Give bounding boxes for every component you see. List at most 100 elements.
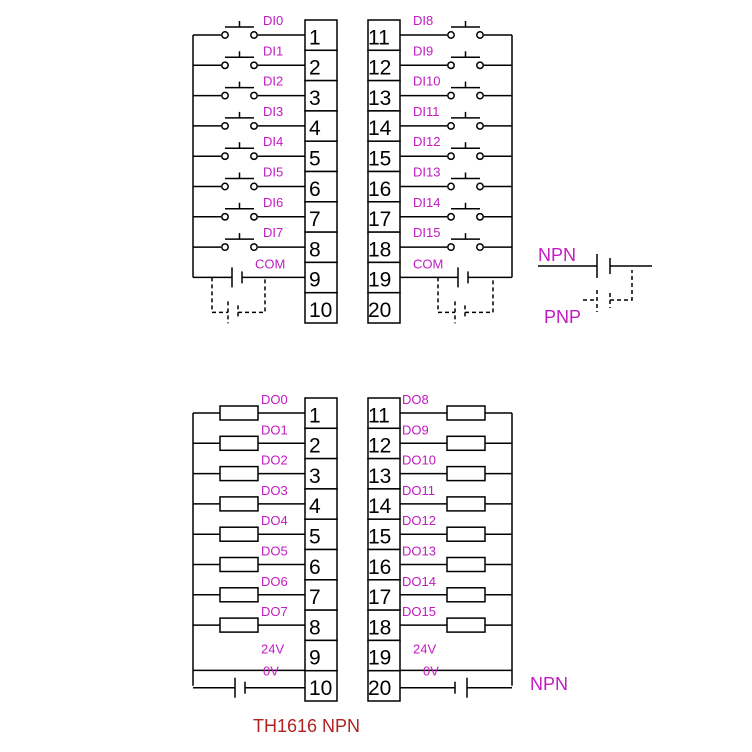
terminal-box — [367, 291, 401, 324]
load-resistor — [219, 435, 259, 452]
do-label: DO0 — [261, 392, 288, 407]
terminal-box — [367, 669, 401, 702]
terminal-box — [304, 548, 338, 581]
terminal-number: 13 — [368, 87, 391, 110]
pnp-alt-wire — [465, 277, 494, 314]
terminal-number: 15 — [368, 526, 391, 549]
di-label: DI7 — [263, 225, 283, 240]
di-label: DI2 — [263, 74, 283, 89]
load-resistor — [446, 556, 486, 573]
di-switch-contact — [476, 182, 484, 191]
load-resistor — [219, 617, 259, 633]
terminal-box — [304, 609, 338, 642]
load-resistor — [446, 526, 486, 542]
terminal-number: 2 — [309, 435, 321, 458]
terminal-box — [304, 518, 338, 551]
di-switch-contact — [476, 61, 484, 70]
di-switch-contact — [476, 212, 484, 221]
terminal-number: 18 — [368, 238, 391, 261]
terminal-box — [367, 548, 401, 581]
do-label: DO2 — [261, 453, 288, 468]
di-switch-contact — [447, 212, 455, 221]
terminal-number: 10 — [309, 677, 332, 700]
do-label: DO4 — [261, 513, 288, 528]
di-switch-contact — [250, 121, 258, 130]
load-resistor — [219, 556, 259, 573]
pnp-alt-wire — [211, 277, 228, 314]
terminal-number: 12 — [368, 57, 391, 80]
terminal-number: 8 — [309, 616, 321, 639]
terminal-number: 12 — [368, 435, 391, 458]
terminal-number: 20 — [368, 299, 391, 322]
load-resistor — [219, 496, 259, 512]
di-switch-contact — [221, 182, 229, 191]
do-label: DO3 — [261, 483, 288, 498]
terminal-number: 1 — [309, 404, 321, 427]
model-caption: TH1616 NPN — [253, 716, 360, 736]
terminal-box — [367, 579, 401, 611]
terminal-number: 13 — [368, 465, 391, 488]
load-resistor — [219, 587, 259, 603]
load-resistor — [219, 526, 259, 542]
di-label: DI11 — [413, 104, 440, 119]
load-resistor — [446, 435, 486, 452]
di-label: DI1 — [263, 43, 283, 58]
do-label: DO10 — [402, 453, 436, 468]
pnp-alt-wire — [437, 277, 455, 314]
load-resistor — [446, 496, 486, 512]
do-label: DO8 — [402, 392, 429, 407]
supply-label: 24V — [261, 641, 284, 656]
di-switch-contact — [221, 121, 229, 130]
terminal-number: 9 — [309, 269, 321, 292]
terminal-number: 8 — [309, 238, 321, 261]
di-switch-contact — [250, 212, 258, 221]
di-switch-contact — [221, 91, 229, 100]
di-label: DI4 — [263, 134, 283, 149]
terminal-number: 6 — [309, 178, 321, 201]
supply-label: 0V — [263, 664, 279, 679]
di-label: DI9 — [413, 43, 433, 58]
terminal-number: 19 — [368, 647, 391, 670]
di-switch-contact — [250, 31, 258, 39]
supply-label: 24V — [413, 641, 436, 656]
terminal-number: 5 — [309, 526, 321, 549]
terminal-number: 2 — [309, 57, 321, 80]
terminal-number: 3 — [309, 465, 321, 488]
di-label: DI0 — [263, 13, 283, 28]
terminal-number: 5 — [309, 148, 321, 171]
di-label: DI10 — [413, 74, 440, 89]
di-switch-contact — [476, 243, 484, 252]
di-switch-contact — [447, 121, 455, 130]
terminal-number: 10 — [309, 299, 332, 322]
com-label: COM — [413, 256, 443, 271]
di-label: DI12 — [413, 134, 440, 149]
di-label: DI6 — [263, 195, 283, 210]
terminal-number: 16 — [368, 178, 391, 201]
terminal-number: 3 — [309, 87, 321, 110]
di-label: DI5 — [263, 165, 283, 180]
terminal-box — [304, 488, 338, 520]
pnp-legend-wire — [610, 270, 633, 301]
terminal-number: 4 — [309, 117, 321, 140]
di-switch-contact — [221, 31, 229, 39]
terminal-number: 9 — [309, 647, 321, 670]
di-switch-contact — [250, 91, 258, 100]
di-switch-contact — [250, 152, 258, 161]
di-switch-contact — [221, 61, 229, 70]
di-switch-contact — [447, 182, 455, 191]
di-switch-contact — [221, 243, 229, 252]
com-label: COM — [255, 256, 285, 271]
di-label: DI8 — [413, 13, 433, 28]
di-label: DI14 — [413, 195, 440, 210]
pnp-alt-wire — [238, 277, 266, 314]
do-label: DO14 — [402, 574, 436, 589]
di-switch-contact — [221, 152, 229, 161]
supply-label: 0V — [423, 664, 439, 679]
di-switch-contact — [447, 61, 455, 70]
terminal-box — [367, 140, 401, 173]
do-label: DO15 — [402, 604, 436, 619]
di-switch-contact — [447, 152, 455, 161]
terminal-number: 15 — [368, 148, 391, 171]
di-label: DI13 — [413, 165, 440, 180]
